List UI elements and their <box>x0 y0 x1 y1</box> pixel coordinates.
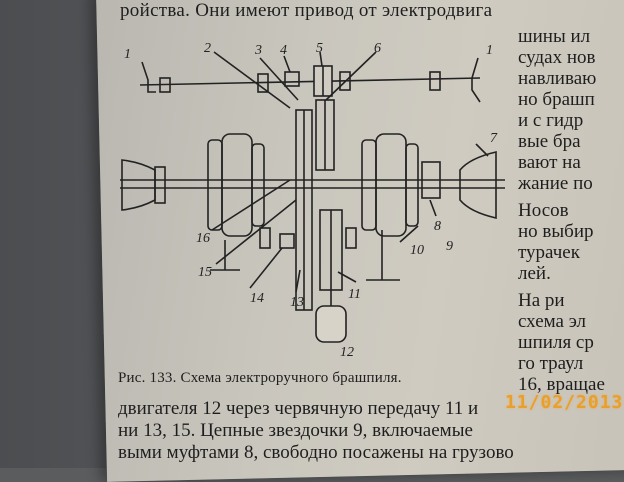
right-line: навливаю <box>518 68 597 89</box>
right-line: На ри <box>518 290 565 311</box>
label-9: 9 <box>446 239 453 254</box>
right-line: но брашп <box>518 89 595 110</box>
label-11: 11 <box>348 287 361 302</box>
label-15: 15 <box>198 265 212 280</box>
label-3: 3 <box>254 43 262 58</box>
right-line: и с гидр <box>518 110 584 131</box>
chainwheel-right <box>361 139 377 231</box>
right-text-column: шины ил судах нов навливаю но брашп и с … <box>518 26 605 395</box>
right-line: Носов <box>518 200 569 221</box>
right-line: шпиля ср <box>518 332 594 353</box>
bottom-line: выми муфтами 8, свободно посажены на гру… <box>118 442 514 463</box>
right-line: вают на <box>518 152 581 173</box>
label-8: 8 <box>434 219 441 234</box>
right-line: вые бра <box>518 131 581 152</box>
windlass-diagram: 1 2 3 4 5 6 1 7 8 9 10 11 12 13 14 15 16 <box>120 41 505 360</box>
chainwheel-left <box>207 139 223 231</box>
clutch-8 <box>421 161 441 199</box>
right-line: шины ил <box>518 26 591 47</box>
label-5: 5 <box>316 41 323 56</box>
right-line: жание по <box>518 173 593 194</box>
bottom-text-block: двигателя 12 через червячную передачу 11… <box>118 398 514 464</box>
label-4: 4 <box>280 43 287 58</box>
right-line: судах нов <box>518 47 596 68</box>
drum-left <box>121 159 156 211</box>
right-line: 16, вращае <box>518 374 605 395</box>
bottom-line: ни 13, 15. Цепные звездочки 9, включаемы… <box>118 420 473 441</box>
date-stamp: 11/02/2013 <box>505 392 624 413</box>
right-line: турачек <box>518 242 580 263</box>
right-line: го траул <box>518 353 584 374</box>
motor-12 <box>315 305 347 343</box>
right-line: но выбир <box>518 221 594 242</box>
bearing-left-top <box>159 77 171 93</box>
handle-left <box>141 61 156 93</box>
top-shaft <box>139 77 481 86</box>
label-10: 10 <box>410 243 424 258</box>
right-line: схема эл <box>518 311 587 332</box>
label-1-right: 1 <box>486 43 493 58</box>
label-2: 2 <box>204 41 211 56</box>
top-text-line: ройства. Они имеют привод от электродвиг… <box>120 0 493 21</box>
drum-right <box>459 150 497 220</box>
clutch-14 <box>279 233 295 249</box>
label-6: 6 <box>374 41 381 56</box>
label-7: 7 <box>490 131 498 146</box>
label-16: 16 <box>196 231 210 246</box>
figure-caption: Рис. 133. Схема электроручного брашпиля. <box>118 370 402 386</box>
handle-right <box>471 57 481 103</box>
label-12: 12 <box>340 345 354 360</box>
right-line: лей. <box>518 263 551 284</box>
clutch-4 <box>284 71 300 87</box>
label-14: 14 <box>250 291 264 306</box>
label-1-left: 1 <box>124 47 131 62</box>
bottom-line: двигателя 12 через червячную передачу 11… <box>118 398 479 419</box>
label-13: 13 <box>290 295 304 310</box>
